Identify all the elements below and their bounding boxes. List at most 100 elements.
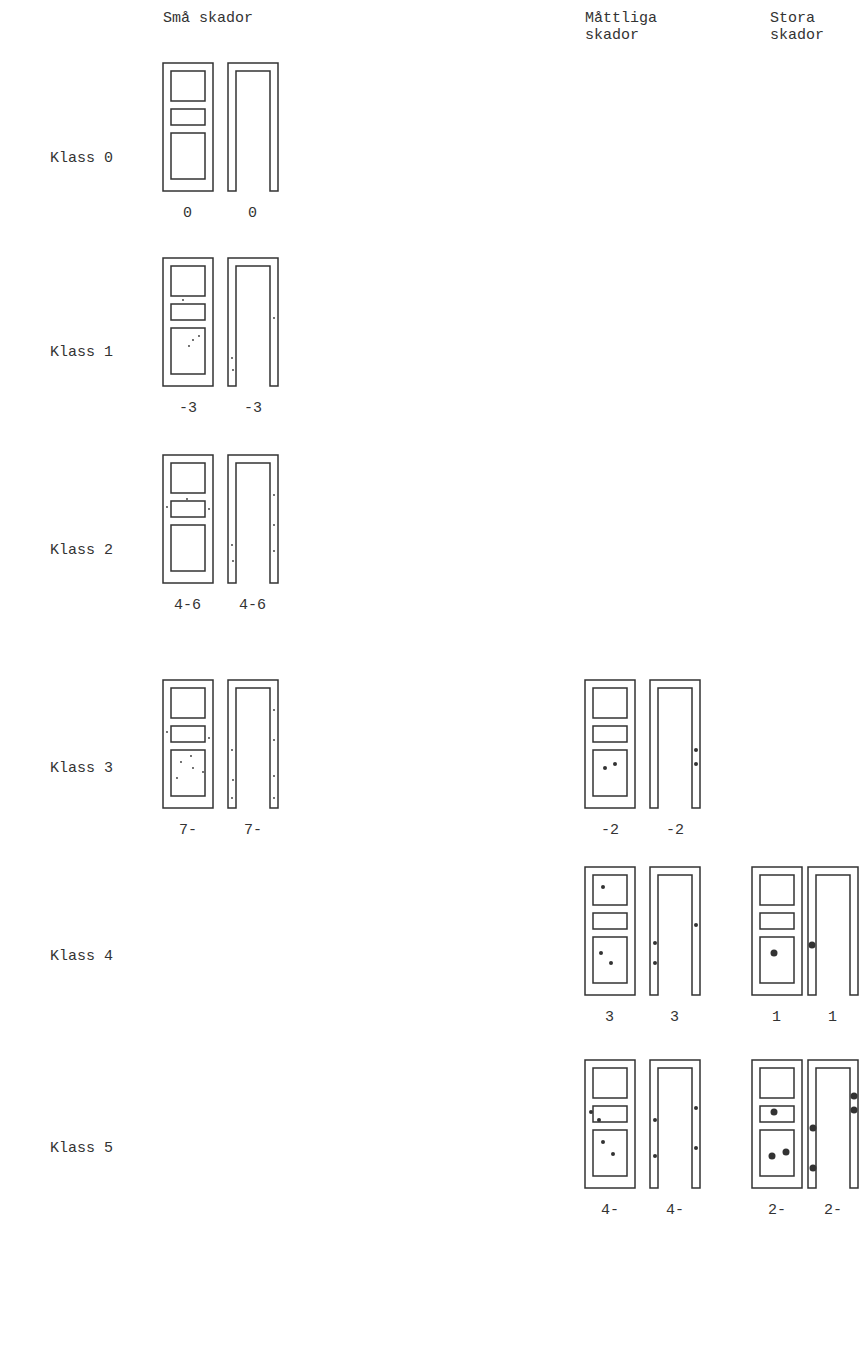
damage-count: 4- [666,1202,684,1219]
damage-mark [232,779,234,781]
door-panel [593,1106,627,1122]
door-panel [171,750,205,796]
damage-mark [231,749,233,751]
door-panel [171,501,205,517]
damage-count: 0 [183,205,192,222]
damage-mark [273,775,275,777]
damage-mark [202,771,204,773]
panel-door [585,867,635,995]
column-heading: Stora skador [770,10,850,44]
damage-mark [783,1149,790,1156]
row-label: Klass 3 [50,760,113,777]
damage-count: 4-6 [239,597,266,614]
door-panel [593,1068,627,1098]
door-panel [171,266,205,296]
damage-mark [273,550,275,552]
damage-mark [810,1165,817,1172]
door-frame [808,867,858,995]
damage-mark [231,797,233,799]
door-panel [593,726,627,742]
door-panel [171,463,205,493]
door-panel [171,304,205,320]
row-label: Klass 0 [50,150,113,167]
row-label: Klass 5 [50,1140,113,1157]
door-panel [760,1106,794,1122]
damage-mark [769,1153,776,1160]
damage-mark [599,951,603,955]
damage-mark [601,1140,605,1144]
damage-count: -3 [179,400,197,417]
door-frame [650,680,700,808]
damage-mark [851,1093,858,1100]
panel-door [163,680,213,808]
panel-door [163,63,213,191]
damage-mark [186,498,188,500]
door-panel [171,726,205,742]
door-panel [593,688,627,718]
door-panel [171,109,205,125]
door-frame [228,455,278,583]
panel-door [752,1060,802,1188]
door-frame [228,63,278,191]
damage-mark [232,560,234,562]
damage-mark [694,923,698,927]
damage-count: -3 [244,400,262,417]
door-panel [760,1068,794,1098]
damage-count: 1 [772,1009,781,1026]
row-label: Klass 1 [50,344,113,361]
damage-mark [609,961,613,965]
damage-mark [851,1107,858,1114]
damage-count: 3 [670,1009,679,1026]
damage-mark [694,1146,698,1150]
damage-count: 3 [605,1009,614,1026]
damage-mark [190,755,192,757]
door-frame [650,1060,700,1188]
column-heading: Måttliga skador [585,10,675,44]
door-panel [593,750,627,796]
damage-mark [694,762,698,766]
damage-mark [231,357,233,359]
door-panel [171,71,205,101]
door-panel [760,913,794,929]
panel-door [163,455,213,583]
damage-mark [208,508,210,510]
door-panel [760,937,794,983]
damage-mark [166,731,168,733]
damage-mark [182,299,184,301]
panel-door [163,258,213,386]
damage-mark [809,942,816,949]
damage-mark [653,1154,657,1158]
door-panel [171,688,205,718]
damage-mark [208,737,210,739]
damage-mark [273,709,275,711]
panel-door [585,680,635,808]
damage-count: 7- [244,822,262,839]
column-heading: Små skador [163,10,253,27]
row-label: Klass 4 [50,948,113,965]
damage-mark [694,1106,698,1110]
damage-mark [810,1125,817,1132]
door-frame [808,1060,858,1188]
damage-mark [653,1118,657,1122]
door-panel [593,937,627,983]
door-panel [593,1130,627,1176]
damage-mark [597,1118,601,1122]
panel-door [752,867,802,995]
damage-mark [232,369,234,371]
damage-mark [192,339,194,341]
damage-mark [273,739,275,741]
damage-count: 4-6 [174,597,201,614]
door-panel [171,133,205,179]
damage-count: 2- [768,1202,786,1219]
damage-mark [273,317,275,319]
door-panel [760,875,794,905]
damage-mark [771,950,778,957]
damage-mark [273,494,275,496]
door-frame [228,258,278,386]
panel-door [585,1060,635,1188]
door-panel [760,1130,794,1176]
damage-count: 7- [179,822,197,839]
damage-count: 1 [828,1009,837,1026]
damage-mark [180,761,182,763]
